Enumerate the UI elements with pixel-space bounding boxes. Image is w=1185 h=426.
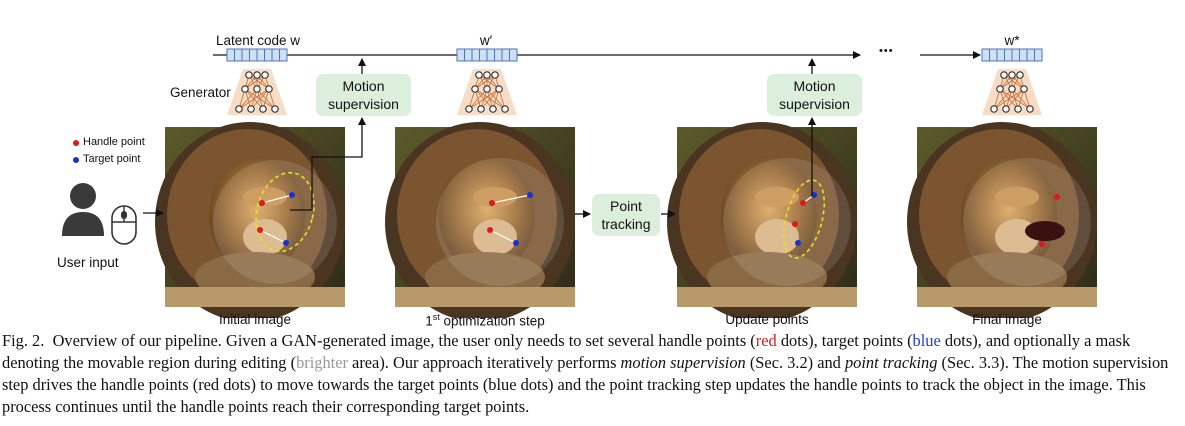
caption-point-tracking: point tracking bbox=[844, 353, 938, 372]
box-line: Point bbox=[610, 198, 642, 214]
box-line: Motion bbox=[342, 78, 385, 94]
step-superscript: st bbox=[432, 312, 440, 322]
mouse-icon bbox=[111, 205, 137, 245]
generator-label: Generator bbox=[170, 85, 231, 100]
step-number: 1 bbox=[425, 313, 433, 329]
target-point-dot bbox=[73, 157, 79, 163]
generator-icon bbox=[226, 68, 288, 116]
latent-code-block-w-star bbox=[981, 48, 1043, 62]
latent-code-block bbox=[226, 48, 288, 62]
box-line: supervision bbox=[328, 96, 399, 112]
pipeline-diagram bbox=[62, 48, 1097, 322]
motion-supervision-box-2: Motion supervision bbox=[767, 74, 862, 116]
final-image bbox=[907, 122, 1097, 322]
user-icon bbox=[62, 183, 104, 236]
caption-text-3: dots), and optionally a mask denoting th… bbox=[2, 331, 1131, 372]
caption-brighter: brighter bbox=[296, 353, 348, 372]
first-step-image bbox=[385, 122, 575, 322]
initial-image-label: Initial image bbox=[218, 312, 292, 327]
caption-text-1: Overview of our pipeline. Given a GAN-ge… bbox=[52, 331, 756, 350]
caption-text-2: dots), target points ( bbox=[776, 331, 913, 350]
caption-motion-supervision: motion supervision bbox=[620, 353, 746, 372]
w-star-label: w* bbox=[1004, 33, 1020, 48]
update-points-label: Update points bbox=[725, 312, 809, 327]
handle-point-label: Handle point bbox=[83, 136, 145, 148]
point-tracking-box: Point tracking bbox=[592, 194, 660, 236]
generator-icon bbox=[456, 68, 518, 116]
box-line: tracking bbox=[601, 216, 651, 232]
ellipsis-label: ••• bbox=[879, 45, 894, 57]
box-line: supervision bbox=[779, 96, 850, 112]
w-prime-label: w′ bbox=[479, 33, 493, 48]
caption-text-6: (Sec. 3.3). The motion supervision step … bbox=[2, 353, 1169, 416]
final-image-label: Final image bbox=[972, 312, 1042, 327]
caption-red: red bbox=[755, 331, 777, 350]
caption-blue: blue bbox=[912, 331, 941, 350]
caption-text-4: area). Our approach iteratively performs bbox=[347, 353, 621, 372]
motion-supervision-box-1: Motion supervision bbox=[316, 74, 411, 116]
pipeline-figure: Latent code w w′ w* ••• Generator Motion… bbox=[57, 33, 1097, 329]
figure-caption: Fig. 2. Overview of our pipeline. Given … bbox=[2, 330, 1180, 418]
handle-point-dot bbox=[73, 140, 79, 146]
caption-fig-number: Fig. 2. bbox=[2, 331, 45, 350]
first-step-label: 1st optimization step bbox=[425, 312, 545, 329]
caption-text-5: (Sec. 3.2) and bbox=[745, 353, 845, 372]
user-input-label: User input bbox=[57, 255, 119, 270]
target-point-label: Target point bbox=[83, 153, 141, 165]
initial-image bbox=[155, 122, 345, 322]
step-text: optimization step bbox=[439, 313, 545, 329]
latent-code-block-w-prime bbox=[456, 48, 518, 62]
generator-icon bbox=[981, 68, 1043, 116]
update-points-image bbox=[667, 122, 857, 322]
latent-code-label: Latent code w bbox=[216, 33, 301, 48]
box-line: Motion bbox=[793, 78, 836, 94]
